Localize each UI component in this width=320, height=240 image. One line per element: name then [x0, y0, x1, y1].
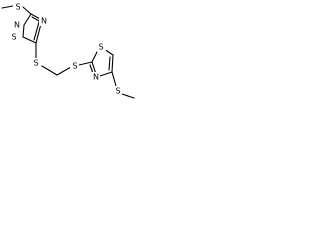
- atom-s-linker-1: S: [31, 58, 40, 68]
- atom-s-ring-a: S: [9, 32, 18, 42]
- svg-text:S: S: [33, 59, 38, 68]
- svg-text:N: N: [41, 17, 47, 26]
- atom-n-ring-a-1: N: [12, 20, 21, 30]
- atom-s-ring-b: S: [97, 42, 106, 52]
- bonds: [1, 5, 135, 99]
- bond-s-methyl2: [121, 93, 135, 99]
- svg-text:S: S: [98, 43, 103, 52]
- svg-text:S: S: [72, 62, 77, 71]
- bond-ch2-s: [56, 66, 72, 76]
- bond-s-ch2: [41, 65, 58, 76]
- atom-n-ring-b: N: [91, 72, 100, 82]
- svg-text:N: N: [93, 73, 99, 82]
- bond-methyl1-s: [1, 5, 14, 9]
- svg-text:S: S: [15, 3, 20, 12]
- atom-labels: S N N S S S S N: [9, 2, 122, 96]
- bond-n2b-c3b-double: [108, 56, 111, 71]
- bond-n4a-c5a-double: [33, 21, 40, 41]
- bond-s-c3a: [22, 6, 32, 15]
- atom-s-methylthio-lower: S: [113, 86, 122, 96]
- bond-c3b-n4b: [99, 71, 113, 77]
- bond-c3a-n2a: [23, 13, 32, 26]
- svg-text:N: N: [14, 21, 20, 30]
- chemical-structure: S N N S S S S N: [1, 2, 135, 99]
- svg-text:S: S: [115, 87, 120, 96]
- atom-n-ring-a-2: N: [39, 16, 48, 26]
- bond-s1a-c5a: [22, 36, 37, 44]
- bond-n2a-s1a: [22, 24, 25, 38]
- bond-s-c5b: [78, 61, 93, 66]
- svg-text:S: S: [11, 33, 16, 42]
- bond-c3b-s: [111, 71, 117, 87]
- bond-n2b-c3b: [111, 54, 114, 73]
- atom-s-linker-2: S: [70, 61, 79, 71]
- atom-s-methylthio-upper: S: [13, 2, 22, 12]
